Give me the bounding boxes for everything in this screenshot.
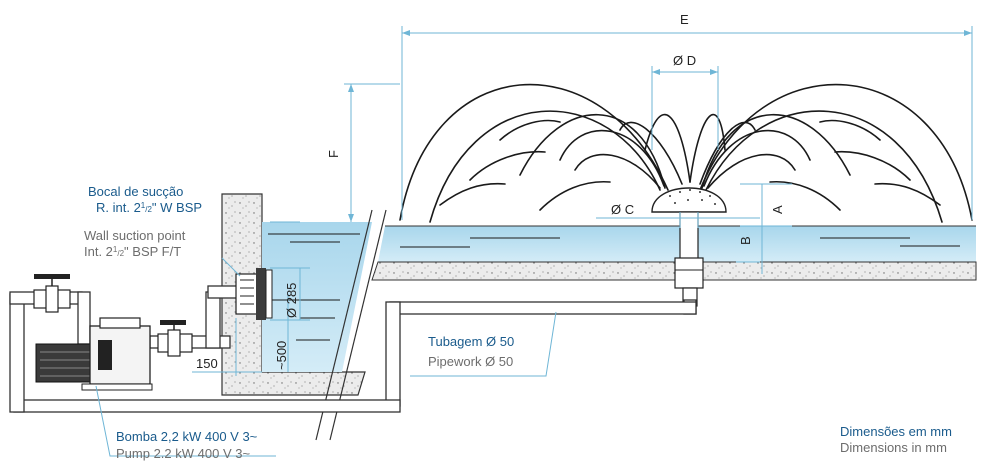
wall-suction-fitting: [235, 268, 273, 320]
suction-point-pt-thread: R. int. 21/2" W BSP: [96, 200, 202, 215]
pool-wall: [221, 193, 372, 396]
dim-a-label: A: [770, 205, 785, 214]
suction-point-pt-label: Bocal de sucção: [88, 184, 183, 199]
fountain-basin: [371, 225, 977, 281]
units-pt-label: Dimensões em mm: [840, 424, 952, 439]
dim-285-label: Ø 285: [284, 283, 299, 318]
leader-lines: [95, 257, 557, 457]
dim-d-label: Ø D: [673, 53, 696, 68]
dimension-lines: [192, 26, 973, 376]
pipework-en-label: Pipework Ø 50: [428, 354, 513, 369]
valve-top: [33, 274, 71, 313]
fountain-nozzle: [651, 187, 727, 307]
dim-c-label: Ø C: [611, 202, 634, 217]
dim-b-label: B: [738, 236, 753, 245]
pipework-pt-label: Tubagem Ø 50: [428, 334, 514, 349]
dim-150-label: 150: [196, 356, 218, 371]
pump-en-label: Pump 2.2 kW 400 V 3~: [116, 446, 250, 461]
dim-e-label: E: [680, 12, 689, 27]
dim-f-label: F: [326, 150, 341, 158]
suction-point-en-label: Wall suction point: [84, 228, 186, 243]
valve-bottom: [157, 320, 193, 357]
pump-pt-label: Bomba 2,2 kW 400 V 3~: [116, 429, 258, 444]
water-spray: [399, 83, 973, 223]
pump: [35, 317, 153, 391]
dim-500-label: ~500: [274, 341, 289, 370]
units-en-label: Dimensions in mm: [840, 440, 947, 455]
suction-point-en-thread: Int. 21/2" BSP F/T: [84, 244, 181, 259]
